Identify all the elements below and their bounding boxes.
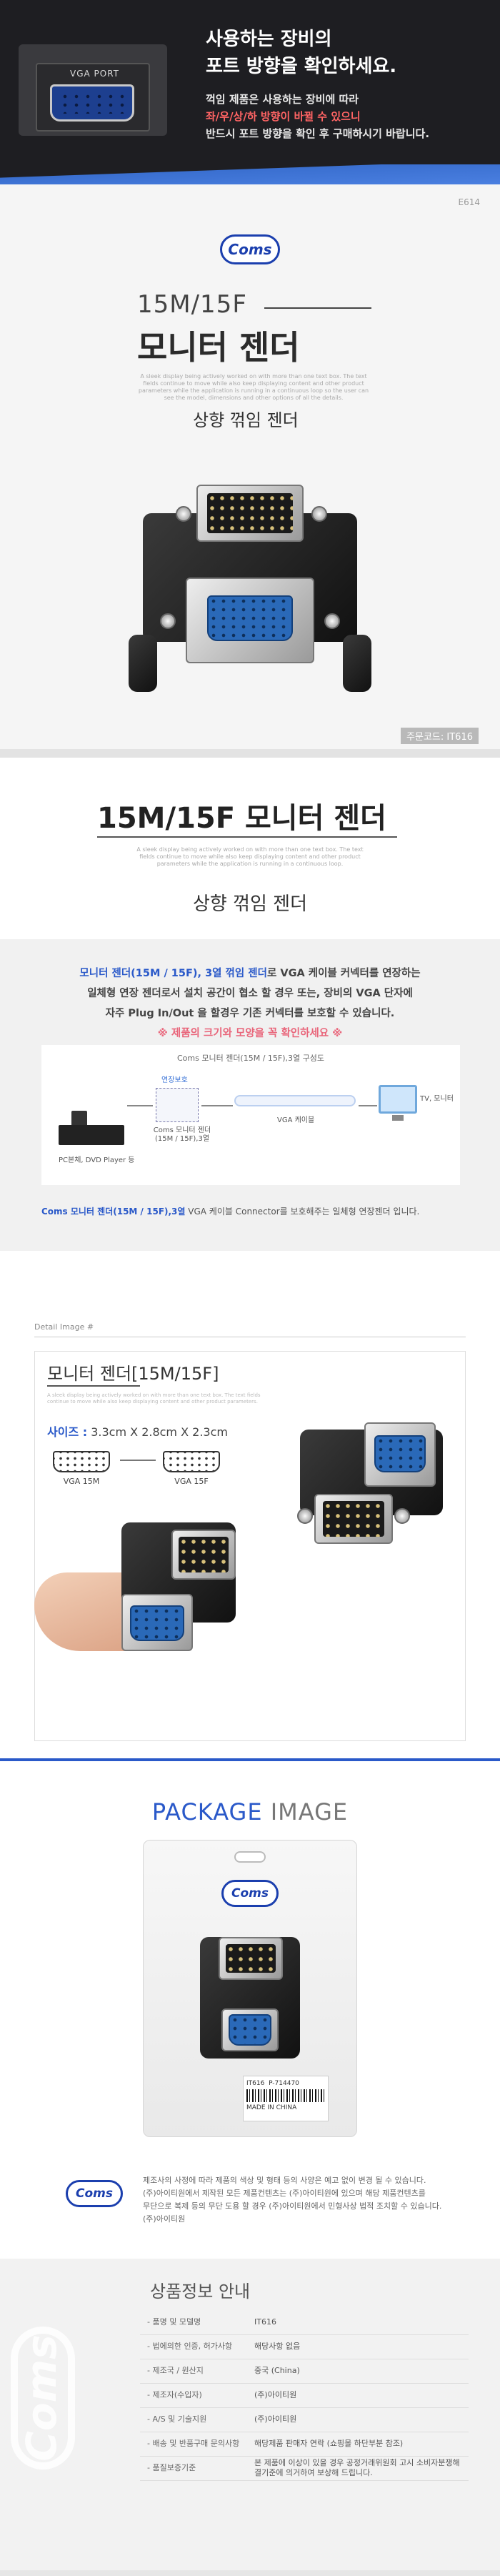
section-subtitle: 상향 꺾임 젠더 (192, 893, 308, 915)
title-section: 15M/15F 모니터 젠더 A sleek display being act… (0, 758, 500, 936)
arrow-icon (359, 1105, 377, 1106)
vga-15m-label: VGA 15M (63, 1477, 100, 1486)
port-direction-notice-banner: VGA PORT 사용하는 장비의 포트 방향을 확인하세요. 꺽임 제품은 사… (0, 0, 500, 184)
diagram-caption: Coms 모니터 젠더(15M / 15F),3열 구성도 (176, 1054, 324, 1063)
hero-spec: 15M/15F (137, 290, 247, 319)
description-section: 모니터 젠더(15M / 15F), 3열 꺾임 젠더로 VGA 케이블 커넥터… (0, 939, 500, 1251)
hero-subtitle: 상향 꺾임 젠더 (193, 410, 299, 430)
detail-connector-image (286, 1408, 457, 1594)
hero-product-name: 모니터 젠더 (137, 328, 300, 367)
hang-hole (234, 1851, 266, 1863)
package-notice-line4: (주)아이티원 (143, 2214, 186, 2224)
section-fine-print: A sleek display being actively worked on… (136, 846, 364, 867)
packaged-connector-image (193, 1930, 307, 2073)
vga-cable-icon (234, 1095, 356, 1106)
dvd-player-icon (59, 1125, 124, 1145)
detail-image-frame (34, 1351, 466, 1741)
vga-15m-pin-icon (53, 1451, 110, 1472)
vga-port-icon (50, 84, 134, 122)
arrow-icon (201, 1105, 233, 1106)
section-divider (0, 749, 500, 758)
package-notice-line1: 제조사의 사정에 따라 제품의 색상 및 형태 등의 사양은 예고 없이 변경 … (143, 2176, 426, 2185)
table-row: - 제조자(수입자)(주)아이티원 (140, 2383, 469, 2408)
size-spec: 사이즈 : 3.3cm X 2.8cm X 2.3cm (47, 1425, 228, 1439)
banner-accent-stripe (0, 164, 500, 184)
notice-line3: 반드시 포트 방향을 확인 후 구매하시기 바랍니다. (206, 127, 430, 140)
notice-title-line1: 사용하는 장비의 (206, 29, 332, 50)
vga-15f-label: VGA 15F (174, 1477, 209, 1486)
title-underline (97, 836, 397, 838)
detail-fine-print: A sleek display being actively worked on… (47, 1392, 261, 1405)
description-warning: ※ 제품의 크기와 모양을 꼭 확인하세요 ※ (157, 1028, 343, 1039)
package-notice-line3: 무단으로 복제 등의 무단 도용 할 경우 (주)아이티원에서 민형사상 법적 … (143, 2201, 442, 2211)
label-made-in: MADE IN CHINA (246, 2104, 297, 2111)
gender-top-label: 연장보호 (161, 1076, 188, 1084)
notice-line1: 꺽임 제품은 사용하는 장비에 따라 (206, 93, 359, 106)
cable-label: VGA 케이블 (277, 1116, 315, 1124)
package-coms-logo: Coms (221, 1880, 279, 1907)
package-title: PACKAGE IMAGE (151, 1798, 349, 1826)
barcode-icon (246, 2089, 325, 2102)
description-line2: 일체형 연장 젠더로서 설치 공간이 협소 할 경우 또는, 장비의 VGA 단… (87, 988, 413, 999)
hero-section: E614 Coms 15M/15F 모니터 젠더 A sleek display… (0, 184, 500, 749)
notice-title-line2: 포트 방향을 확인하세요. (206, 56, 397, 77)
detail-title: 모니터 젠더[15M/15F] (47, 1364, 219, 1384)
coms-logo: Coms (220, 234, 280, 264)
detail-title-underline (47, 1385, 140, 1387)
package-notice-line2: (주)아이티원에서 제작된 모든 제품컨텐츠는 (주)아이티원에 있으며 해당 … (143, 2189, 426, 2198)
arrow-icon (127, 1105, 153, 1106)
connection-diagram: Coms 모니터 젠더(15M / 15F),3열 구성도 PC본체, DVD … (41, 1045, 460, 1185)
vga-15f-pin-icon (163, 1451, 220, 1472)
monitor-stand-icon (392, 1115, 404, 1121)
side-coms-watermark: Coms (11, 2327, 75, 2470)
notice-warning-line: 좌/우/상/하 방향이 바뀔 수 있으니 (206, 110, 361, 123)
vga-port-label: VGA PORT (70, 69, 120, 79)
arrow-icon (120, 1460, 156, 1461)
product-image-connector (129, 470, 371, 706)
package-label: IT616 P-714470 MADE IN CHINA (243, 2076, 329, 2121)
description-line3: 자주 Plug In/Out 을 할경우 기존 커넥터를 보호할 수 있습니다. (105, 1008, 395, 1019)
bottom-band (0, 2570, 500, 2576)
model-order-tag: 주문코드: IT616 (401, 728, 479, 744)
label-code: IT616 P-714470 (246, 2080, 299, 2087)
monitor-icon (379, 1085, 417, 1114)
gender-label: Coms 모니터 젠더 (15M / 15F),3열 (153, 1126, 211, 1143)
detail-header: Detail Image # (34, 1322, 94, 1332)
monitor-label: TV, 모니터 (420, 1095, 454, 1103)
section-separator (0, 1758, 500, 1761)
table-row: - A/S 및 기술지원(주)아이티원 (140, 2407, 469, 2432)
hero-fine-print: A sleek display being actively worked on… (138, 373, 369, 401)
product-code: E614 (458, 197, 481, 207)
pc-label: PC본체, DVD Player 등 (59, 1156, 135, 1164)
section-title: 15M/15F 모니터 젠더 (97, 802, 386, 835)
description-line1: 모니터 젠더(15M / 15F), 3열 꺾임 젠더로 VGA 케이블 커넥터… (79, 968, 421, 979)
spec-divider (264, 307, 371, 309)
gender-icon (156, 1088, 199, 1122)
footer-coms-logo: Coms (66, 2180, 123, 2207)
hand-connector-image (107, 1515, 250, 1680)
detail-image-section: Detail Image # 모니터 젠더[15M/15F] A sleek d… (0, 1265, 500, 1758)
package-section: PACKAGE IMAGE Coms IT616 P-714470 MADE I… (0, 1765, 500, 2251)
info-title: 상품정보 안내 (150, 2282, 251, 2302)
description-footnote: Coms 모니터 젠더(15M / 15F),3열 VGA 케이블 Connec… (41, 1207, 420, 1217)
